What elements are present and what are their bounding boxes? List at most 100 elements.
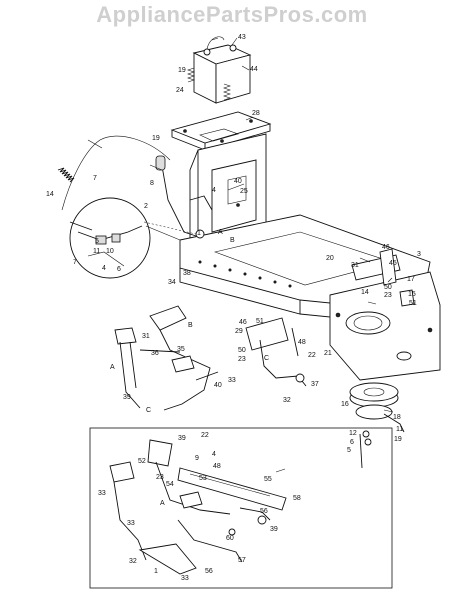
callout-label: 9 [195,455,199,462]
callout-label: 22 [201,432,209,439]
callout-label: 4 [212,187,216,194]
mid-bracket [245,317,307,387]
battery [192,36,252,104]
callout-label: 23 [156,474,164,481]
callout-label: 2 [144,203,148,210]
callout-label: 5 [95,238,99,245]
callout-label: 7 [93,175,97,182]
right-brackets [351,248,415,307]
callout-label: 45 [389,260,397,267]
callout-label: 19 [178,67,186,74]
callout-label: A [218,229,223,236]
callout-label: 34 [168,279,176,286]
watermark: AppliancePartsPros.com [96,2,368,27]
callout-label: 3 [417,251,421,258]
inset-box [89,427,393,589]
callout-label: 48 [213,463,221,470]
callout-label: 39 [270,526,278,533]
callout-label: 35 [177,346,185,353]
callout-label: 12 [349,430,357,437]
battery-tray [170,111,272,151]
callout-label: 1 [197,230,201,237]
callout-label: 19 [152,135,160,142]
callout-label: 46 [382,244,390,251]
callout-label: 31 [142,333,150,340]
callout-label: 4 [212,451,216,458]
callout-label: 58 [293,495,301,502]
main-frame [179,214,441,381]
callout-label: B [230,237,235,244]
callout-label: 24 [176,87,184,94]
callout-label: 33 [127,520,135,527]
callout-label: 23 [384,292,392,299]
callout-label: 17 [407,276,415,283]
callout-label: 31 [351,262,359,269]
callout-label: 39 [178,435,186,442]
callout-label: 11 [396,426,403,433]
callout-label: 11 [93,248,100,255]
callout-label: 33 [228,377,236,384]
callout-label: 15 [408,291,416,298]
callout-label: 50 [238,347,246,354]
callout-label: 14 [46,191,54,198]
callout-label: A [160,500,165,507]
callout-label: 48 [298,339,306,346]
callout-label: 55 [264,476,272,483]
callout-label: 32 [129,558,137,565]
callout-label: 16 [341,401,349,408]
callout-label: 57 [238,557,246,564]
leader-lines [149,37,394,473]
callout-label: 10 [106,248,114,255]
callout-label: 46 [239,319,247,326]
callout-label: 6 [117,266,121,273]
callout-label: 51 [256,318,264,325]
callout-label: 52 [138,458,146,465]
callout-label: 25 [240,188,248,195]
callout-label: 23 [238,356,246,363]
detail-inset [69,197,201,279]
callout-label: 38 [183,270,191,277]
callout-label: 54 [166,481,174,488]
callout-label: 28 [252,110,260,117]
callout-label: C [264,355,269,362]
callout-label: 20 [326,255,334,262]
callout-label: 19 [394,436,402,443]
callout-label: 21 [324,350,332,357]
callout-label: 56 [260,508,268,515]
pulley-assembly [349,382,405,469]
center-linkage [189,183,245,239]
callout-label: 32 [283,397,291,404]
callout-label: 6 [350,439,354,446]
callout-label: 37 [311,381,319,388]
callout-label: 33 [181,575,189,582]
callout-label: A [110,364,115,371]
callout-label: 43 [238,34,246,41]
callout-label: 5 [347,447,351,454]
callout-label: 44 [250,66,258,73]
callout-label: 51 [409,300,417,307]
callout-label: 36 [151,350,159,357]
callout-label: 8 [150,180,154,187]
cable-assembly [57,135,171,211]
callout-label: 50 [384,284,392,291]
callout-label: 4 [102,265,106,272]
callout-label: 56 [205,568,213,575]
shift-lever [155,155,197,237]
callout-label: 7 [73,259,77,266]
callout-label: 39 [123,394,131,401]
battery-springs [187,67,231,101]
callout-label: 40 [214,382,222,389]
callout-label: 1 [154,568,158,575]
callout-label: 22 [308,352,316,359]
callout-label: 29 [235,328,243,335]
callout-label: B [188,322,193,329]
callout-label: 14 [361,289,369,296]
callout-labels: 43 44 19 24 28 19 7 14 8 40 4 25 2 A B 1… [46,34,421,582]
callout-label: 40 [234,178,242,185]
frame-rivets [198,260,292,288]
callout-label: C [146,407,151,414]
callout-label: 53 [199,475,207,482]
pedal-assembly-upper [114,305,219,411]
callout-label: 33 [98,490,106,497]
